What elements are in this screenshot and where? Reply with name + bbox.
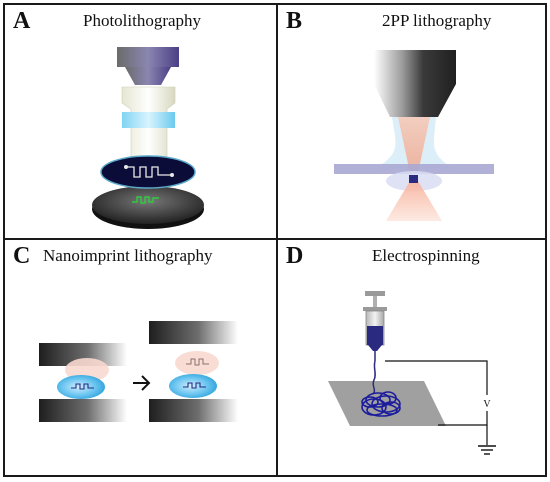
voltage-label: V xyxy=(483,399,491,410)
ground-symbol-icon xyxy=(478,445,496,455)
mask-circuit xyxy=(126,166,172,178)
imprinted-pattern xyxy=(175,351,219,375)
panel-2pp-lithography: B 2PP lithography xyxy=(276,3,547,240)
stamp-icon xyxy=(39,343,127,366)
wafer-icon xyxy=(92,186,204,224)
electrospinning-illustration: V xyxy=(328,291,496,455)
arrow-right-icon xyxy=(133,375,151,391)
panel-letter: A xyxy=(13,8,31,34)
objective-lens-icon xyxy=(374,50,456,117)
nanoimprint-illustration xyxy=(39,321,238,422)
panel-title: Photolithography xyxy=(83,11,202,30)
beam-lower xyxy=(386,181,442,221)
panel-letter: C xyxy=(13,243,31,269)
panel-title: Electrospinning xyxy=(372,246,480,265)
substrate-right xyxy=(149,399,238,422)
resist-droplet-icon xyxy=(57,375,105,399)
panel-letter: B xyxy=(286,8,303,34)
mask-icon xyxy=(100,155,196,189)
panel-photolithography: A Photolithography xyxy=(3,3,278,240)
panel-nanoimprint: C Nanoimprint lithography xyxy=(3,238,278,477)
panel-letter: D xyxy=(286,243,304,269)
panel-title: 2PP lithography xyxy=(382,11,492,30)
light-source-icon xyxy=(117,47,179,85)
stamp-raised xyxy=(149,321,238,344)
patterned-resist xyxy=(169,374,217,398)
photolithography-illustration xyxy=(92,47,204,229)
beam-upper xyxy=(398,117,430,173)
panel-title: Nanoimprint lithography xyxy=(43,246,213,265)
polymer-jet xyxy=(372,360,376,395)
filter-band xyxy=(122,112,175,128)
pattern-circuit xyxy=(132,196,159,204)
substrate-left xyxy=(39,399,127,422)
glass-plate xyxy=(334,164,494,174)
syringe-icon xyxy=(363,291,387,361)
voltage-circuit xyxy=(385,360,488,445)
fiber-mat-icon xyxy=(361,391,401,417)
focal-spot-icon xyxy=(409,175,418,183)
panel-electrospinning: V D Electrospinning xyxy=(276,238,547,477)
2pp-illustration xyxy=(334,50,494,221)
